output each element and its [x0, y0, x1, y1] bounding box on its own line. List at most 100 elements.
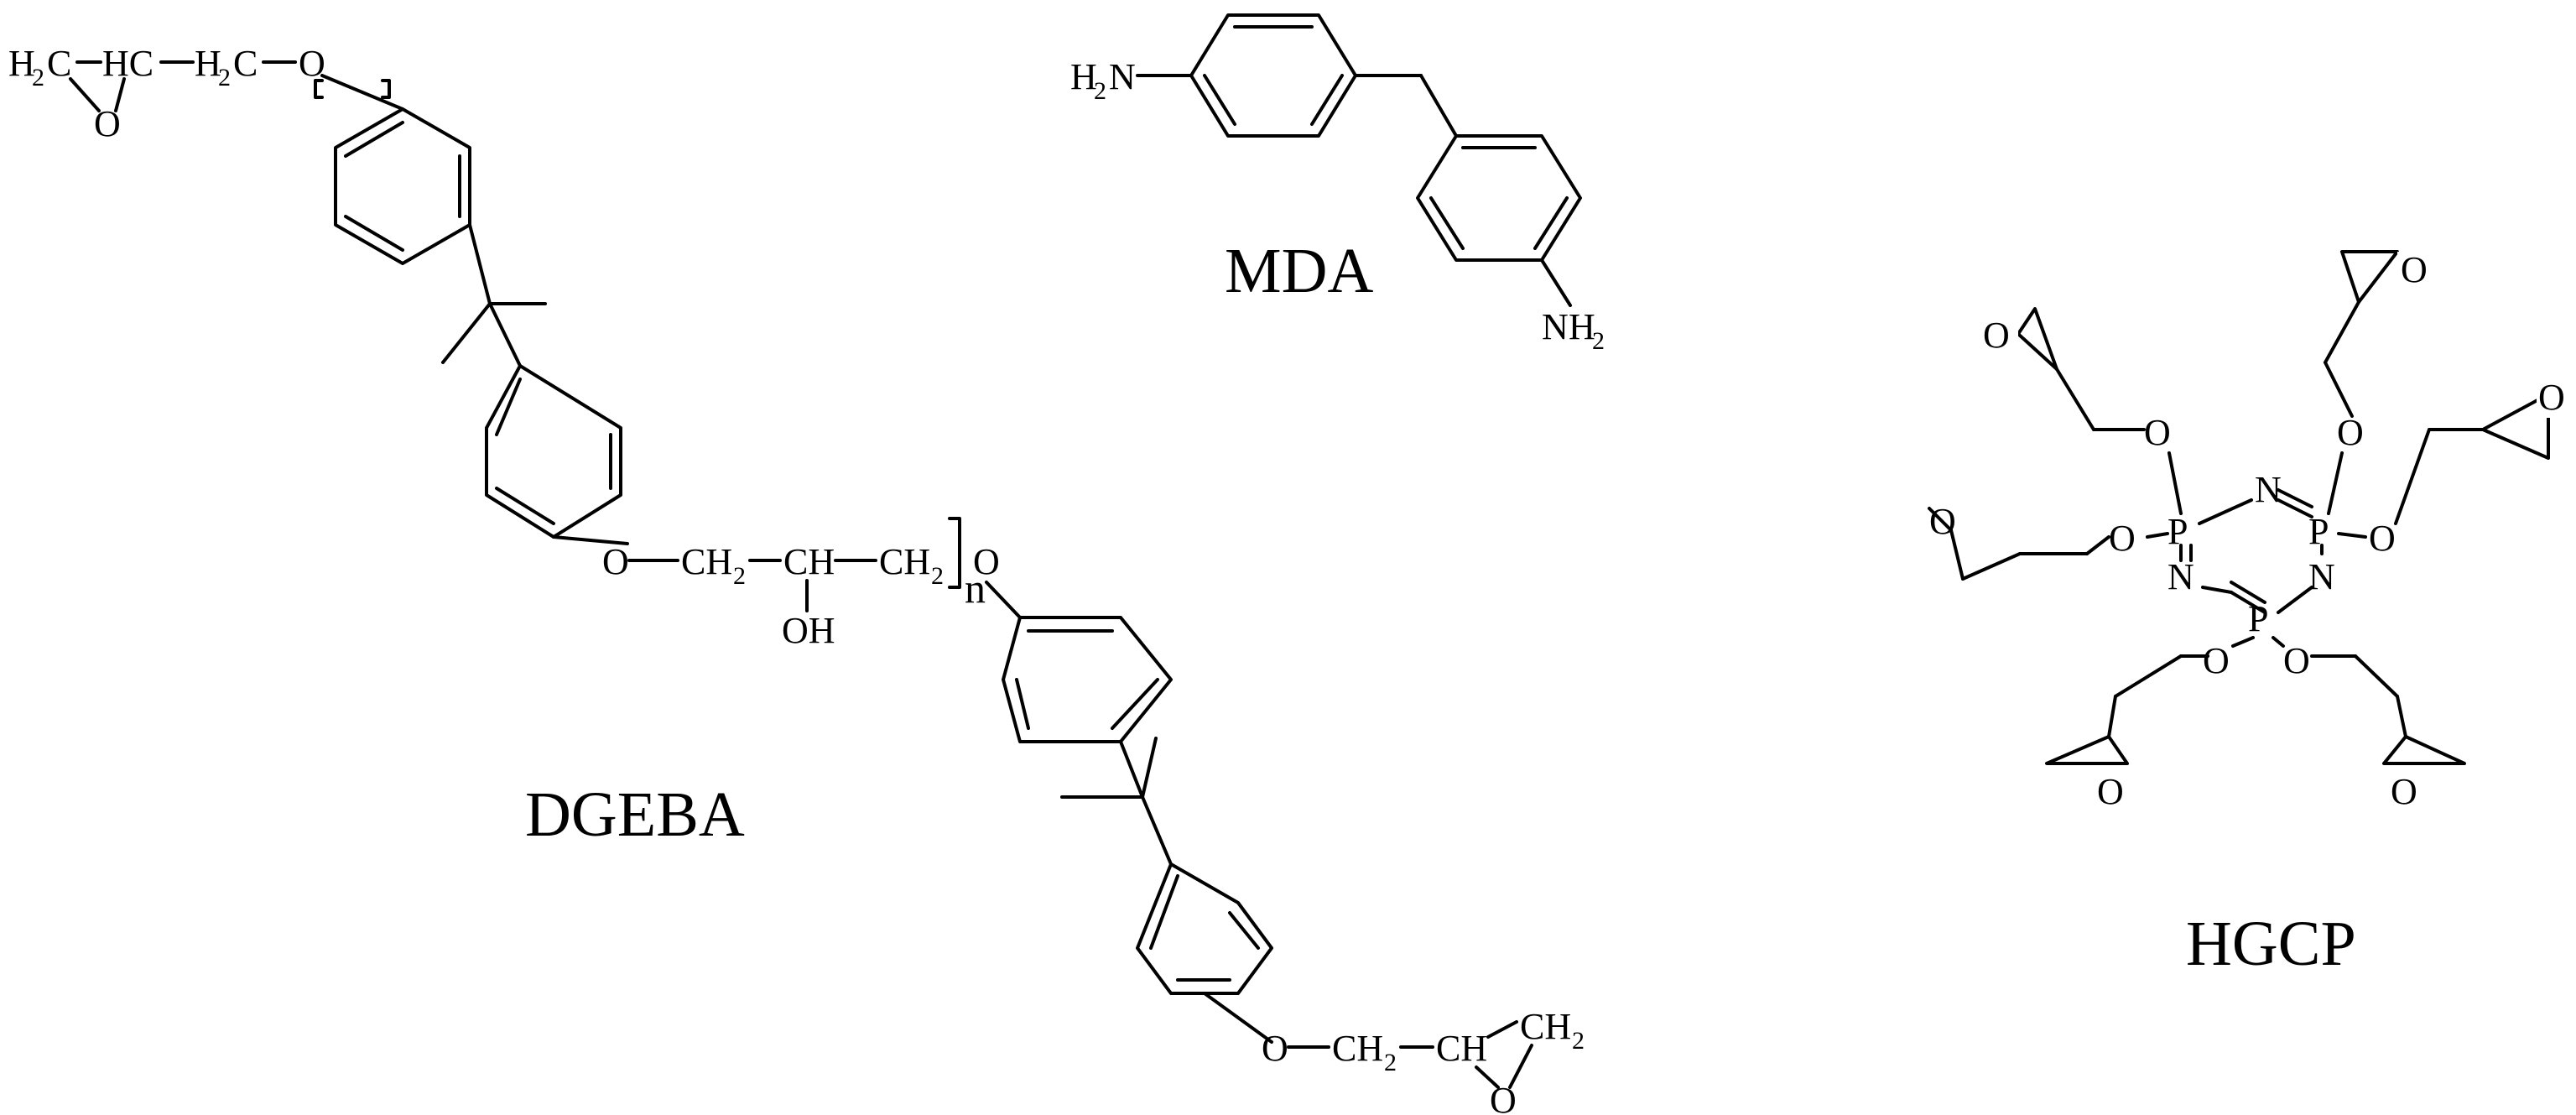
atom-o: O [1929, 501, 1956, 542]
bond [468, 223, 492, 305]
bond [1119, 740, 1144, 799]
atom-subscript: 2 [32, 64, 44, 91]
epoxide-ring [2340, 250, 2399, 304]
bond [985, 581, 1022, 619]
atom-c: C [47, 43, 71, 84]
bond [488, 302, 522, 367]
aromatic-bond [1203, 74, 1236, 126]
bond [2167, 451, 2183, 515]
atom-o: O [94, 103, 121, 144]
bond [2324, 361, 2354, 418]
atom-o: O [2097, 771, 2124, 812]
atom-o: O [2401, 249, 2428, 290]
atom-ch: CH [1332, 1028, 1383, 1069]
repeat-bracket-close [948, 517, 961, 589]
aromatic-bond [495, 487, 555, 525]
atom-subscript: 2 [1384, 1049, 1397, 1076]
methyl-bond [1141, 737, 1158, 799]
methyl-bond [441, 302, 492, 364]
bond [552, 535, 629, 545]
atom-subscript: 2 [931, 562, 944, 590]
atom-p: P [2167, 511, 2188, 552]
aromatic-bond [495, 378, 522, 436]
double-bond [2230, 581, 2266, 604]
bond [1928, 507, 1953, 532]
atom-hc: HC [102, 43, 154, 84]
epoxide-ring [2045, 735, 2129, 765]
bond [1475, 1066, 1500, 1089]
bond [1203, 992, 1273, 1044]
aromatic-bond [344, 215, 404, 252]
bond [1141, 795, 1173, 866]
double-bond [2277, 488, 2313, 508]
epoxide-ring [2017, 307, 2058, 371]
bond [2230, 591, 2266, 614]
hgcp-glycidyl-arm: O [1928, 501, 2110, 581]
dgeba-bisphenol-a-top [320, 74, 629, 545]
bond [2055, 367, 2095, 431]
hgcp-glycidyl-arm: O [2394, 377, 2568, 525]
atom-subscript: 2 [1592, 327, 1605, 355]
atom-p: P [2308, 511, 2329, 552]
bond [2277, 586, 2313, 614]
benzene-ring [1189, 13, 1357, 138]
atom-o: O [1490, 1080, 1517, 1115]
bond [1961, 552, 2022, 581]
atom-subscript: 2 [733, 562, 746, 590]
atom-o: O [2144, 412, 2171, 453]
atom-subscript: 2 [1572, 1027, 1585, 1055]
atom-ch: CH [1520, 1006, 1571, 1047]
atom-h: H [195, 43, 221, 84]
atom-ch: CH [879, 541, 930, 582]
bond [2327, 451, 2344, 515]
benzene-ring [1136, 862, 1273, 995]
hgcp-glycidyl-arm: O [2045, 654, 2209, 812]
atom-o: O [1983, 315, 2010, 356]
aromatic-bond [1533, 196, 1569, 250]
atom-o: O [2391, 771, 2417, 812]
mask [2094, 772, 2132, 810]
atom-p: P [2248, 598, 2268, 639]
mask [1980, 317, 2018, 356]
aromatic-bond [1429, 196, 1465, 250]
dgeba-hydroxypropyl-linker: O CH 2 CH OH CH 2 n O [602, 517, 1000, 651]
atom-o: O [1262, 1028, 1288, 1069]
atom-o: O [973, 541, 1000, 582]
bond [2277, 498, 2313, 518]
atom-n: N [2167, 556, 2194, 597]
bond [320, 74, 404, 111]
atom-n: N [1542, 306, 1569, 347]
atom-ch: CH [681, 541, 732, 582]
atom-h: H [1070, 56, 1097, 97]
atom-c: C [233, 43, 258, 84]
bond [2231, 636, 2255, 648]
aromatic-bond [1149, 874, 1179, 950]
atom-o: O [2283, 640, 2310, 681]
bond [1508, 1044, 1533, 1089]
atom-n: N [1109, 56, 1136, 97]
aromatic-bond [344, 121, 404, 158]
bond [2114, 654, 2183, 698]
bond [2272, 636, 2285, 648]
atom-o: O [2538, 377, 2565, 418]
benzene-ring [1416, 134, 1582, 262]
bond [1419, 74, 1458, 138]
bond [2396, 695, 2407, 738]
hgcp-glycidyl-arm: O [2310, 654, 2466, 812]
bond [2146, 532, 2169, 539]
atom-n: N [2308, 556, 2335, 597]
label-mda: MDA [1225, 236, 1373, 306]
label-dgeba: DGEBA [525, 779, 745, 850]
bond [1540, 258, 1572, 307]
bond [2337, 532, 2367, 539]
dgeba-bisphenol-a-bottom [985, 581, 1273, 1044]
bond [114, 77, 126, 112]
atom-o: O [299, 43, 325, 84]
benzene-ring [334, 107, 471, 265]
mask [2397, 252, 2436, 290]
atom-ch: CH [1436, 1028, 1487, 1069]
dgeba-left-glycidyl: H 2 C HC H 2 C O O [8, 43, 391, 144]
dgeba-right-glycidyl: O CH 2 CH CH 2 O [1262, 1006, 1585, 1115]
cyclotriphosphazene-ring: P N P N P N [2167, 469, 2335, 639]
